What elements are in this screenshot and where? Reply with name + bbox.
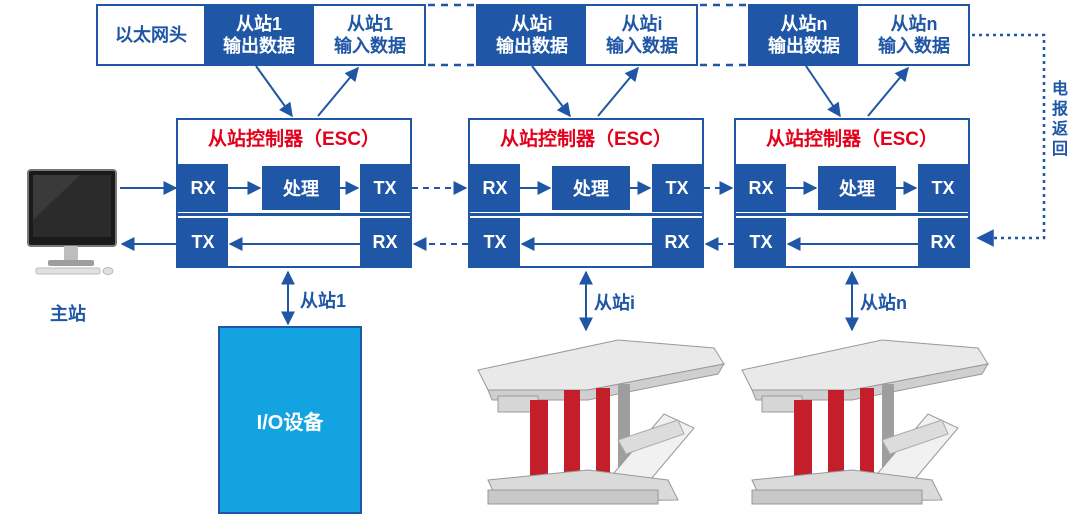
esc-i-title: 从站控制器（ESC） [499,129,673,150]
return-path [972,33,1046,247]
esc-n-rx: RX [736,164,786,212]
frame-slaven-input-cell: 从站n 输入数据 [860,6,968,64]
frame-header-cell: 以太网头 [98,6,204,64]
esc-1-process: 处理 [262,166,340,210]
esc-n-title: 从站控制器（ESC） [765,129,939,150]
frame-slaven-output-cell: 从站n 输出数据 [750,6,858,64]
esc-i-tx-return: TX [470,218,520,266]
io-device-box: I/O设备 [218,326,362,514]
esc-1-rx-return: RX [360,218,410,266]
esc-n-divider [736,213,968,216]
esc-1-divider [178,213,410,216]
frame-slave1-output-cell: 从站1 输出数据 [204,6,314,64]
return-label: 电报返回 [1051,81,1068,158]
esc-1-tx: TX [360,164,410,212]
esc-i-rx-return: RX [652,218,702,266]
link-label-slave1: 从站1 [300,291,347,311]
frame-slave1-input-cell: 从站1 输入数据 [316,6,424,64]
esc-i-rx: RX [470,164,520,212]
esc-n-tx: TX [918,164,968,212]
monitor-icon [27,169,117,275]
hydraulic-support-i-icon [477,339,726,505]
hydraulic-support-n-icon [741,339,990,505]
esc-n-tx-return: TX [736,218,786,266]
esc-1-rx: RX [178,164,228,212]
esc-n-rx-return: RX [918,218,968,266]
master-label: 主站 [50,304,86,324]
frame-slavei-output-cell: 从站i 输出数据 [478,6,586,64]
frame-dashes [428,3,748,67]
esc-n-process: 处理 [818,166,896,210]
esc-i-divider [470,213,702,216]
esc-i-tx: TX [652,164,702,212]
esc-1-tx-return: TX [178,218,228,266]
link-label-slaven: 从站n [860,293,907,313]
esc-i-process: 处理 [552,166,630,210]
link-label-slavei: 从站i [594,293,636,313]
esc-1-title: 从站控制器（ESC） [207,129,381,150]
frame-slavei-input-cell: 从站i 输入数据 [588,6,696,64]
